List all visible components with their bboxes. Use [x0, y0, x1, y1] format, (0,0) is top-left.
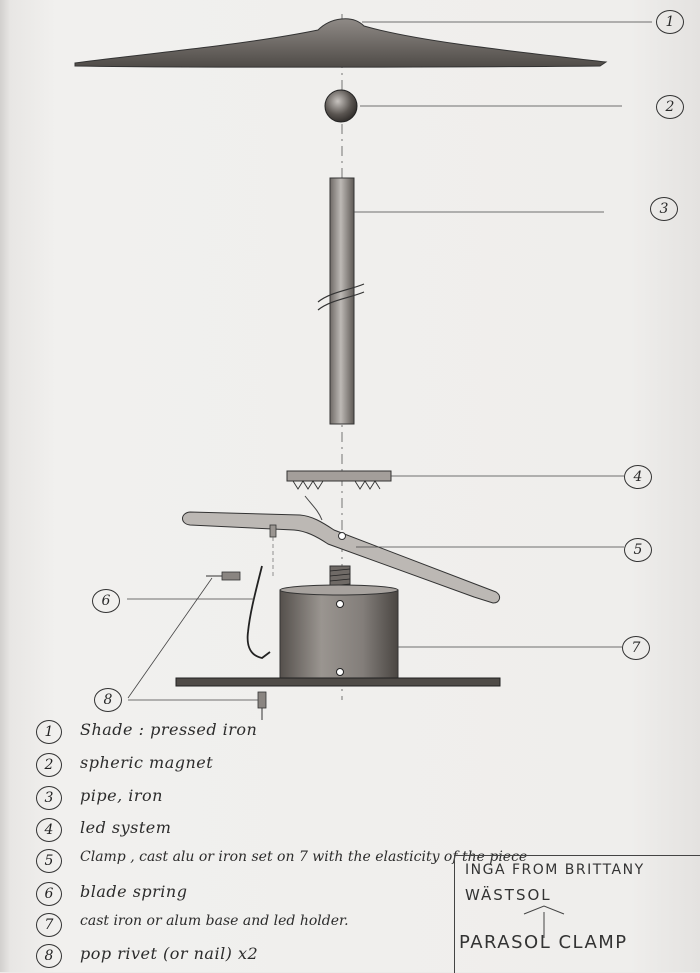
pipe-part — [329, 177, 355, 425]
thread-lines — [329, 568, 351, 587]
paper-shadow — [0, 0, 10, 972]
base-hole-lower — [336, 668, 344, 676]
callout-7: 7 — [622, 636, 650, 660]
title-block: INGA FROM BRITTANY WÄSTSOL PARASOL CLAMP — [454, 855, 700, 973]
legend-text: pop rivet (or nail) x2 — [80, 944, 259, 963]
callout-6: 6 — [92, 589, 120, 613]
led-plate — [286, 470, 392, 482]
designer-label: INGA FROM BRITTANY — [465, 862, 645, 878]
legend-num: 7 — [36, 913, 62, 937]
callout-5: 5 — [624, 538, 652, 562]
legend-num: 5 — [36, 849, 62, 873]
legend-num: 3 — [36, 786, 62, 810]
base-hole-upper — [336, 600, 344, 608]
clamp-hook — [304, 495, 323, 521]
legend-text: led system — [80, 818, 172, 837]
clamp-pivot — [338, 532, 346, 540]
rivet-left — [221, 571, 241, 581]
blade-spring — [246, 565, 271, 659]
magnet-part — [324, 89, 358, 123]
legend-text: spheric magnet — [80, 753, 214, 772]
legend-num: 1 — [36, 720, 62, 744]
legend-num: 2 — [36, 753, 62, 777]
legend-num: 4 — [36, 818, 62, 842]
pipe-break-mark-top — [317, 283, 365, 303]
legend-num: 6 — [36, 882, 62, 906]
callout-1: 1 — [656, 10, 684, 34]
title-arrow-head — [523, 905, 565, 915]
callout-8: 8 — [94, 688, 122, 712]
shade-part — [74, 18, 608, 68]
base-plate — [175, 677, 501, 687]
clamp-arm — [182, 511, 501, 604]
legend-text: Shade : pressed iron — [80, 720, 258, 739]
legend-text: pipe, iron — [80, 786, 163, 805]
pipe-break-mark-bottom — [317, 291, 365, 311]
legend-num: 8 — [36, 944, 62, 968]
led-teeth — [292, 480, 381, 490]
callout-2: 2 — [656, 95, 684, 119]
product-title: PARASOL CLAMP — [459, 932, 628, 953]
legend-text: blade spring — [80, 882, 188, 901]
legend-text: Clamp , cast alu or iron set on 7 with t… — [80, 849, 528, 865]
base-top-rim — [279, 584, 399, 596]
callout-3: 3 — [650, 197, 678, 221]
rivet-bottom — [257, 691, 267, 709]
rivet-upper — [269, 524, 277, 538]
leader-line-8a — [127, 577, 213, 699]
legend-text: cast iron or alum base and led holder. — [80, 913, 349, 929]
callout-4: 4 — [624, 465, 652, 489]
brand-label: WÄSTSOL — [465, 886, 552, 904]
